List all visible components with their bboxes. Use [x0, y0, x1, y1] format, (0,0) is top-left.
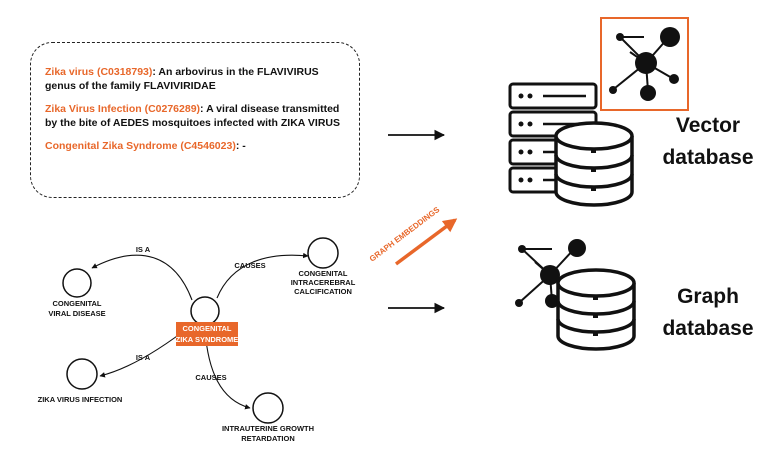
- graph-database-icon: [556, 268, 636, 351]
- vector-database-label: Vector database: [648, 110, 768, 174]
- node-intracerebral-calcification: [307, 237, 339, 269]
- graph-network-icon: [515, 239, 586, 308]
- vector-database-icon: [554, 121, 634, 207]
- calcification-label-3: CALCIFICATION: [294, 287, 352, 296]
- edge-label-causes-1: CAUSES: [234, 261, 265, 270]
- definition-text: : An arbovirus in the FLAVIVIRUS genus o…: [45, 66, 319, 92]
- edge-label-is-a-1: IS A: [136, 245, 151, 254]
- graph-embeddings-label: GRAPH EMBEDDINGS: [368, 205, 442, 264]
- calcification-label-1: CONGENITAL: [298, 269, 347, 278]
- graph-embeddings-arrow: [394, 218, 458, 266]
- vector-database-label-line2: database: [662, 146, 754, 169]
- center-node-label-1: CONGENITAL: [182, 324, 231, 333]
- node-congenital-viral-disease: [62, 268, 92, 298]
- embedding-graph-icon: [609, 27, 680, 101]
- definition-term: Zika virus (C0318793): [45, 66, 153, 78]
- graph-nodes: [62, 237, 339, 424]
- growth-label-2: RETARDATION: [241, 434, 294, 443]
- viral-disease-label-2: VIRAL DISEASE: [48, 309, 105, 318]
- node-growth-retardation: [252, 392, 284, 424]
- edge-is-a-viral-disease: [91, 254, 193, 301]
- definitions-box: Zika virus (C0318793): An arbovirus in t…: [30, 42, 360, 198]
- calcification-label-2: INTRACEREBRAL: [291, 278, 356, 287]
- definition-text: : A viral disease transmitted by the bit…: [45, 103, 340, 129]
- definition-text: : -: [235, 140, 246, 152]
- server-led-dots: [518, 93, 533, 183]
- growth-label-1: INTRAUTERINE GROWTH: [222, 424, 314, 433]
- center-node-label-2: ZIKA SYNDROME: [176, 335, 239, 344]
- graph-database-label: Graph database: [648, 281, 768, 345]
- center-label-highlight: [176, 322, 238, 346]
- edge-label-is-a-2: IS A: [136, 353, 151, 362]
- edge-label-causes-2: CAUSES: [195, 373, 226, 382]
- viral-disease-label-1: CONGENITAL: [52, 299, 101, 308]
- infection-label: ZIKA VIRUS INFECTION: [38, 395, 123, 404]
- definition-zika-virus: Zika virus (C0318793): An arbovirus in t…: [45, 65, 343, 93]
- node-zika-virus-infection: [66, 358, 98, 390]
- definition-congenital-zika: Congenital Zika Syndrome (C4546023): -: [45, 139, 343, 153]
- vector-database-label-line1: Vector: [675, 114, 741, 137]
- graph-database-label-line2: database: [662, 317, 754, 340]
- graph-database-label-line1: Graph: [677, 285, 739, 308]
- node-congenital-zika-syndrome: [190, 296, 220, 326]
- edge-causes-calcification: [216, 252, 309, 299]
- definition-term: Zika Virus Infection (C0276289): [45, 103, 201, 115]
- definition-zika-infection: Zika Virus Infection (C0276289): A viral…: [45, 102, 343, 130]
- definition-term: Congenital Zika Syndrome (C4546023): [45, 140, 236, 152]
